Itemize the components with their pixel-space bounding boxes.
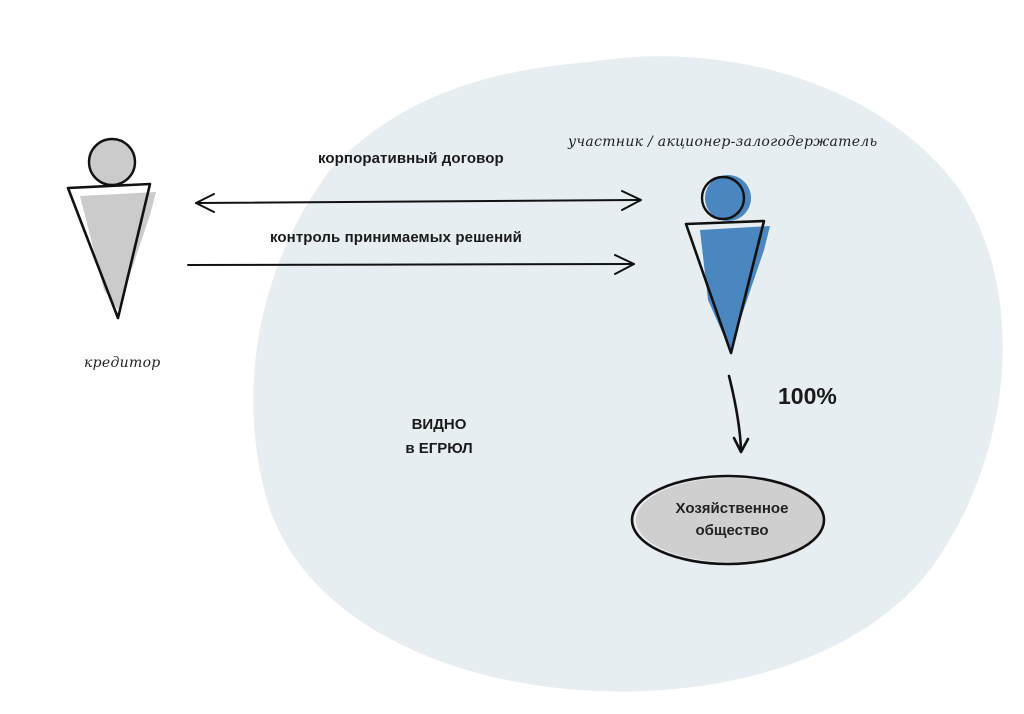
creditor-figure xyxy=(66,137,156,320)
creditor-head xyxy=(87,137,137,187)
pledgee-head-outline xyxy=(700,175,746,221)
company-label: Хозяйственное общество xyxy=(652,498,812,542)
company-label-line-2: общество xyxy=(695,522,769,539)
visibility-label-line-2: в ЕГРЮЛ xyxy=(405,440,473,457)
corporate-agreement-label: корпоративный договор xyxy=(318,150,504,167)
pledgee-body-outline xyxy=(684,219,766,355)
creditor-body-fill xyxy=(80,192,156,310)
pledgee-label: участник / акционер-залогодержатель xyxy=(568,134,878,150)
pledgee-body-fill xyxy=(700,226,770,350)
company-label-line-1: Хозяйственное xyxy=(675,500,789,517)
corporate-agreement-arrow xyxy=(195,190,642,213)
ownership-share-label: 100% xyxy=(778,383,837,409)
company-ellipse-outline xyxy=(630,474,826,566)
company-node xyxy=(630,474,826,566)
creditor-label: кредитор xyxy=(84,355,161,371)
visibility-label: ВИДНО в ЕГРЮЛ xyxy=(384,413,494,461)
visibility-label-line-1: ВИДНО xyxy=(411,416,467,433)
company-ellipse-fill xyxy=(636,478,824,562)
creditor-body-outline xyxy=(66,182,152,320)
ownership-arrow xyxy=(727,374,750,454)
pledgee-figure xyxy=(684,175,770,355)
decision-control-arrow xyxy=(187,254,635,275)
decision-control-label: контроль принимаемых решений xyxy=(270,229,522,246)
